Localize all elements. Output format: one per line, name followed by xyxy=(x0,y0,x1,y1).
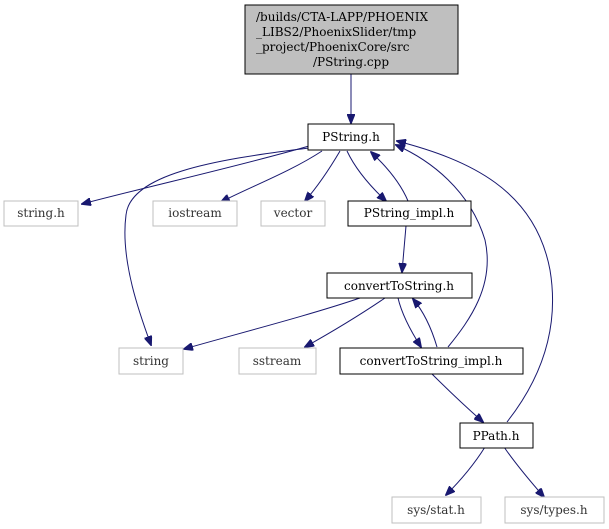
node-string[interactable]: string xyxy=(118,347,184,375)
node-pstring-h-label: PString.h xyxy=(322,130,380,144)
edge-converttostring-h-to-sstream xyxy=(305,297,386,347)
edge-converttostring-h-to-converttostring-impl-h xyxy=(397,297,421,347)
edge-converttostring-impl-h-to-pstring-h xyxy=(396,145,488,348)
node-sstream[interactable]: sstream xyxy=(238,347,317,375)
edge-pstring-h-to-iostream xyxy=(221,150,323,202)
node-converttostring-impl-h[interactable]: convertToString_impl.h xyxy=(339,347,524,375)
node-converttostring-h[interactable]: convertToString.h xyxy=(326,272,473,299)
root-line-2: _LIBS2/PhoenixSlider/tmp xyxy=(256,25,417,39)
node-pstring-impl-h-label: PString_impl.h xyxy=(364,206,455,220)
node-vector-label: vector xyxy=(273,206,313,220)
node-ppath-h[interactable]: PPath.h xyxy=(459,422,534,449)
edge-ppath-h-to-sys-types-h xyxy=(503,446,544,497)
edge-converttostring-impl-h-to-ppath-h xyxy=(430,372,483,422)
edge-pstring-h-to-string-h xyxy=(82,145,310,204)
root-line-4: /PString.cpp xyxy=(313,55,389,69)
node-converttostring-impl-h-label: convertToString_impl.h xyxy=(360,354,503,368)
node-pstring-h[interactable]: PString.h xyxy=(307,123,395,151)
edge-pstring-impl-h-to-pstring-h xyxy=(371,152,409,202)
edges xyxy=(82,74,554,497)
node-converttostring-h-label: convertToString.h xyxy=(344,279,454,293)
edge-converttostring-h-to-string xyxy=(184,297,361,349)
node-sys-types-h[interactable]: sys/types.h xyxy=(504,496,605,524)
root-line-1: /builds/CTA-LAPP/PHOENIX xyxy=(256,10,428,24)
node-sstream-label: sstream xyxy=(253,354,302,368)
node-ppath-h-label: PPath.h xyxy=(473,429,520,443)
node-string-h-label: string.h xyxy=(17,206,65,220)
node-string-h[interactable]: string.h xyxy=(3,200,79,227)
node-string-label: string xyxy=(133,354,169,368)
node-pstring-impl-h[interactable]: PString_impl.h xyxy=(347,200,472,227)
edge-pstring-h-to-vector xyxy=(305,150,341,201)
node-iostream[interactable]: iostream xyxy=(152,200,238,227)
root-line-3: _project/PhoenixCore/src xyxy=(256,40,410,54)
edge-ppath-h-to-pstring-h xyxy=(397,141,554,423)
edge-pstring-h-to-string xyxy=(124,147,310,345)
node-iostream-label: iostream xyxy=(168,206,222,220)
node-sys-types-h-label: sys/types.h xyxy=(520,503,587,517)
edge-pstring-impl-h-to-converttostring-h xyxy=(402,225,406,272)
node-sys-stat-h[interactable]: sys/stat.h xyxy=(391,496,482,524)
nodes: /builds/CTA-LAPP/PHOENIX _LIBS2/PhoenixS… xyxy=(3,4,605,524)
edge-pstring-h-to-pstring-impl-h xyxy=(346,150,386,201)
node-sys-stat-h-label: sys/stat.h xyxy=(407,503,465,517)
node-vector[interactable]: vector xyxy=(260,200,326,227)
edge-ppath-h-to-sys-stat-h xyxy=(446,446,486,495)
node-root-pstring-cpp[interactable]: /builds/CTA-LAPP/PHOENIX _LIBS2/PhoenixS… xyxy=(244,4,459,75)
edge-converttostring-impl-h-to-converttostring-h xyxy=(413,299,438,348)
